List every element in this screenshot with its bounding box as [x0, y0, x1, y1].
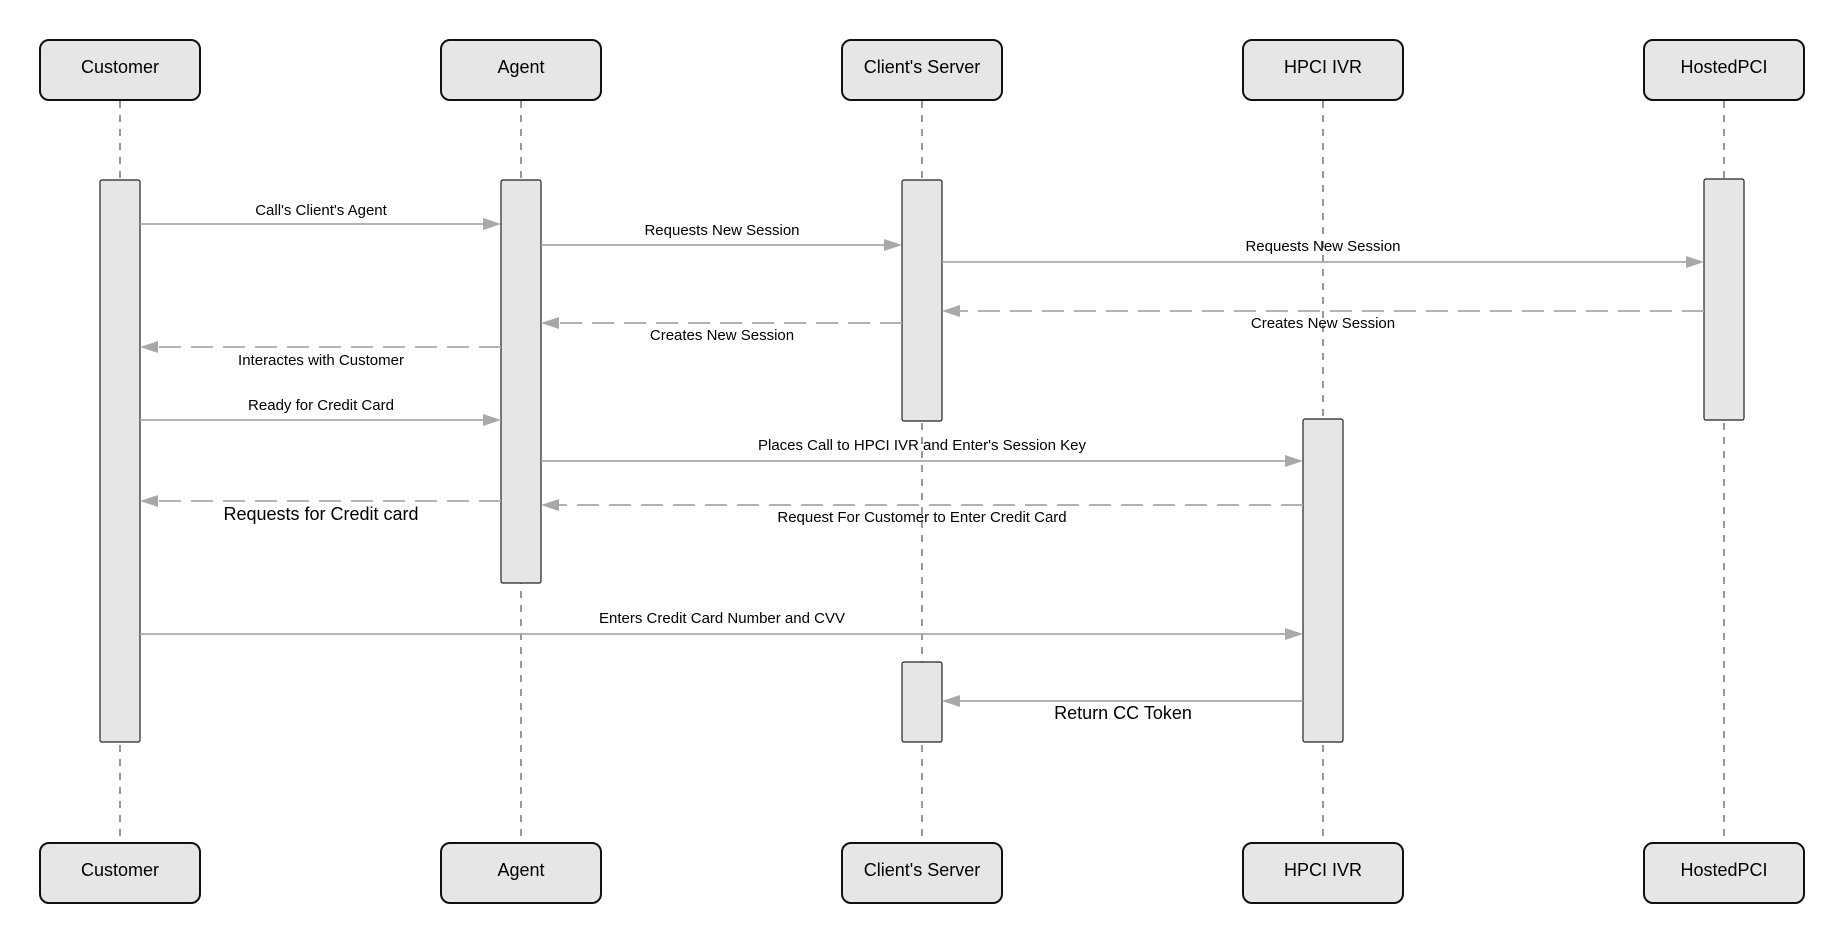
participant-label: HostedPCI: [1680, 860, 1767, 880]
message-requests-for-credit-card: Requests for Credit card: [140, 495, 501, 524]
participant-label: Customer: [81, 57, 159, 77]
arrowhead-left-icon: [140, 341, 158, 353]
participant-label: HPCI IVR: [1284, 57, 1362, 77]
participant-agent-bottom: Agent: [440, 842, 602, 904]
message-label: Request For Customer to Enter Credit Car…: [777, 509, 1066, 526]
activation-bars: [99, 178, 1745, 743]
message-label: Enters Credit Card Number and CVV: [599, 610, 845, 627]
message-request-customer-enter-card: Request For Customer to Enter Credit Car…: [541, 499, 1303, 526]
message-interacts-with-customer: Interactes with Customer: [140, 341, 501, 369]
participant-label: Client's Server: [864, 57, 980, 77]
arrowhead-left-icon: [942, 305, 960, 317]
participant-label: Customer: [81, 860, 159, 880]
message-label: Return CC Token: [1054, 703, 1192, 723]
message-requests-new-session-2: Requests New Session: [942, 238, 1704, 268]
message-call-clients-agent: Call's Client's Agent: [140, 202, 501, 230]
message-label: Call's Client's Agent: [255, 202, 387, 219]
message-label: Creates New Session: [1251, 315, 1395, 332]
message-label: Creates New Session: [650, 327, 794, 344]
message-label: Places Call to HPCI IVR and Enter's Sess…: [758, 437, 1087, 454]
participant-clients-server-top: Client's Server: [841, 39, 1003, 101]
activation-hostedpci: [1703, 178, 1745, 421]
message-creates-new-session-1: Creates New Session: [942, 305, 1704, 332]
participant-label: Client's Server: [864, 860, 980, 880]
arrowhead-right-icon: [1285, 628, 1303, 640]
arrowhead-right-icon: [483, 218, 501, 230]
participant-label: HPCI IVR: [1284, 860, 1362, 880]
arrowhead-left-icon: [541, 317, 559, 329]
message-enters-credit-card: Enters Credit Card Number and CVV: [140, 610, 1303, 640]
message-label: Requests New Session: [1245, 238, 1400, 255]
participant-label: Agent: [497, 57, 544, 77]
messages: Call's Client's Agent Requests New Sessi…: [140, 202, 1704, 723]
message-creates-new-session-2: Creates New Session: [541, 317, 902, 344]
arrowhead-left-icon: [541, 499, 559, 511]
activation-agent: [500, 179, 542, 584]
message-ready-for-credit-card: Ready for Credit Card: [140, 397, 501, 426]
message-label: Interactes with Customer: [238, 352, 404, 369]
message-label: Ready for Credit Card: [248, 397, 394, 414]
participant-label: Agent: [497, 860, 544, 880]
arrowhead-right-icon: [1686, 256, 1704, 268]
participant-hostedpci-bottom: HostedPCI: [1643, 842, 1805, 904]
arrowhead-right-icon: [483, 414, 501, 426]
message-label: Requests New Session: [644, 222, 799, 239]
arrowhead-left-icon: [140, 495, 158, 507]
participant-hpci-ivr-bottom: HPCI IVR: [1242, 842, 1404, 904]
message-places-call-to-ivr: Places Call to HPCI IVR and Enter's Sess…: [541, 437, 1303, 467]
participant-hostedpci-top: HostedPCI: [1643, 39, 1805, 101]
activation-hpci-ivr: [1302, 418, 1344, 743]
activation-clients-server-1: [901, 179, 943, 422]
arrowhead-left-icon: [942, 695, 960, 707]
participant-label: HostedPCI: [1680, 57, 1767, 77]
message-return-cc-token: Return CC Token: [942, 695, 1303, 723]
activation-customer: [99, 179, 141, 743]
participant-agent-top: Agent: [440, 39, 602, 101]
participants-top: Customer Agent Client's Server HPCI IVR …: [39, 39, 1805, 101]
participant-customer-bottom: Customer: [39, 842, 201, 904]
participant-hpci-ivr-top: HPCI IVR: [1242, 39, 1404, 101]
participants-bottom: Customer Agent Client's Server HPCI IVR …: [39, 842, 1805, 904]
participant-customer-top: Customer: [39, 39, 201, 101]
message-requests-new-session-1: Requests New Session: [541, 222, 902, 251]
participant-clients-server-bottom: Client's Server: [841, 842, 1003, 904]
arrowhead-right-icon: [884, 239, 902, 251]
message-label: Requests for Credit card: [223, 504, 418, 524]
arrowhead-right-icon: [1285, 455, 1303, 467]
activation-clients-server-2: [901, 661, 943, 743]
